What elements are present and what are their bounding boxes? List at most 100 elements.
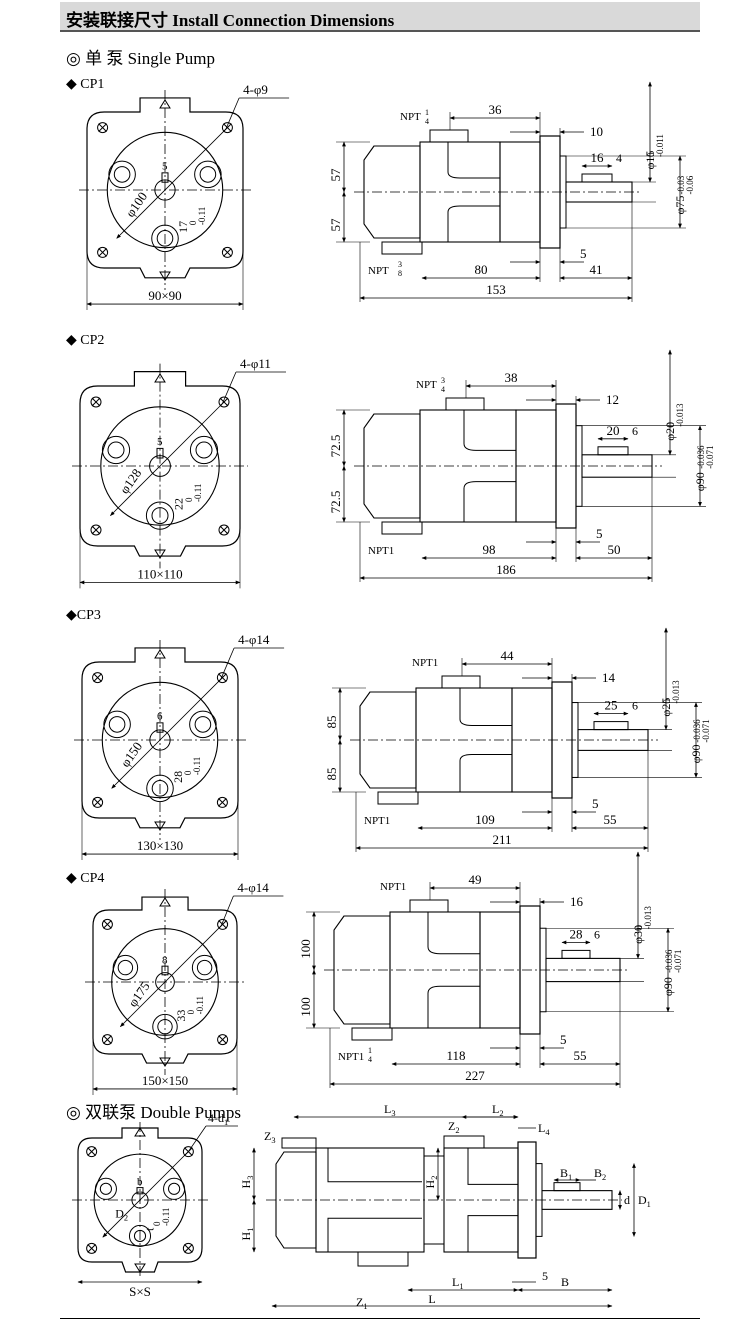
double-side-shaft-key (553, 1182, 581, 1192)
cp1-front-shaft-height-tolerance: 0 (188, 220, 198, 225)
cp3-front-size-label: 130×130 (137, 838, 183, 853)
cp2-side-port-bottom-label: NPT1 (368, 545, 394, 557)
double-side-D1-label: D1 (638, 1193, 651, 1209)
header-bar: 安装联接尺寸 Install Connection Dimensions (60, 2, 700, 32)
cp2-side-inner-passage-bottom (463, 481, 516, 522)
cp3-side-pilot-diameter-tolerance: -0.036 (692, 719, 702, 743)
cp2-side-pilot-diameter-label: φ90 (693, 472, 707, 491)
double-front-holes-leader (188, 1125, 207, 1152)
cp2-side-port-bottom-fitting (381, 521, 423, 535)
double-front-bolt-hole (168, 1182, 181, 1195)
cp3-side-inner-passage-top (459, 688, 512, 726)
cp2-side-port-top-fitting (445, 397, 485, 411)
cp2-front-size-label: 110×110 (137, 566, 182, 581)
cp3-front-mounting-hole (92, 672, 104, 684)
cp2-front-mounting-hole (218, 524, 230, 536)
double-front-size-label: S×S (129, 1284, 151, 1299)
cp4-front-mounting-hole (217, 1034, 229, 1046)
cp4-side-port-bottom-fitting (351, 1027, 393, 1041)
cp2-side-shaft-key (597, 446, 629, 456)
cp4-side-shaft-diameter-label: φ30 (631, 925, 645, 944)
cp1-front-key-width-label: 5 (162, 161, 168, 173)
double-side-inner-passage-front-top (467, 1148, 518, 1185)
cp1-side-port-top-fraction: 1 (425, 108, 429, 117)
cp4-front-shaft-circle (155, 972, 175, 992)
cp4-front-holes-leader (220, 895, 234, 926)
cp4-side-shaft-length-label: 55 (574, 1048, 587, 1063)
cp2-front-mounting-hole-mark (91, 397, 101, 407)
cp4-front-mounting-hole (101, 918, 113, 930)
double-front-mounting-hole-mark (87, 1244, 96, 1253)
double-side-port-fitting-2 (443, 1135, 485, 1149)
cp1-side-shaft-diameter-tolerance: 0 (646, 152, 656, 157)
double-side-L-label: L (428, 1292, 435, 1306)
cp4-front-mounting-hole (217, 918, 229, 930)
double-pump-section-title: ◎ 双联泵 Double Pumps (66, 1103, 241, 1122)
double-front-mounting-hole (182, 1242, 194, 1254)
cp4-side-port-top-fitting (409, 899, 449, 913)
model-label-cp4: ◆ CP4 (66, 871, 105, 886)
cp3-front-mounting-hole (216, 796, 228, 808)
cp3-front-key-width-label: 6 (157, 711, 163, 723)
cp4-side-port-bottom-label: NPT1 (338, 1051, 364, 1063)
cp1-side-key-width-label: 4 (616, 151, 622, 165)
cp1-front-bolt-boss (108, 160, 136, 189)
cp2-side-body-length-label: 98 (483, 542, 496, 557)
cp1-side-shaft-length-label: 41 (590, 262, 603, 277)
cp1-front-size-label: 90×90 (148, 288, 181, 303)
cp2-front-bolt-hole (195, 441, 213, 459)
cp1-side-total-length-label: 153 (486, 282, 506, 297)
double-side-Z2-label: Z2 (448, 1119, 460, 1135)
cp2-side-flange-thickness-label: 12 (606, 392, 619, 407)
cp3-side-flange-thickness-label: 14 (602, 670, 616, 685)
cp3-front-bolt-boss (189, 710, 217, 739)
cp3-side-inner-passage-bottom (459, 754, 512, 792)
cp2-side-port-top-fraction: 4 (441, 385, 445, 394)
double-side-B2-label: B2 (594, 1166, 606, 1182)
cp3-side-port-bottom-fitting (377, 791, 419, 805)
cp4-front-key-width-label: 8 (162, 954, 168, 966)
cp1-side-top-dimension-label: 36 (489, 102, 503, 117)
double-front-shaft-height-tolerance: -0.11 (161, 1208, 171, 1226)
cp3-front-flange-outline (81, 647, 239, 829)
cp1-side-flange-thickness-label: 10 (590, 124, 603, 139)
cp1-side-inner-passage-top (447, 142, 500, 179)
cp2-front-pcd-label: φ128 (117, 466, 145, 497)
double-front-mounting-hole (86, 1146, 98, 1158)
cp2-front-bolt-boss (189, 435, 219, 465)
double-side-L3-label: L3 (384, 1102, 396, 1118)
cp4-side-key-length-label: 28 (570, 926, 583, 941)
cp4-side-height-lower-label: 100 (298, 997, 313, 1017)
cp1-side-port-bottom-fraction: 3 (398, 260, 402, 269)
cp3-front-pcd-leader (111, 678, 222, 789)
double-side-d-label: d (624, 1193, 630, 1207)
cp4-side-shaft-key (561, 949, 591, 959)
cp2-side-shaft-diameter-tolerance: 0 (666, 422, 676, 427)
cp1-front-mounting-hole (97, 246, 109, 258)
cp4-side-step-label: 5 (560, 1032, 567, 1047)
cp3-side-key-width-label: 6 (632, 699, 638, 713)
cp1-front-mounting-hole-mark (98, 248, 107, 257)
cp3-front-bolt-boss (103, 710, 131, 739)
cp4-side-inner-passage-bottom (427, 985, 480, 1028)
cp4-side-shaft-diameter-tolerance: 0 (634, 924, 644, 929)
cp1-side-key-length-label: 16 (591, 150, 605, 165)
cp2-front-flange-outline (79, 371, 241, 557)
cp2-side-shaft-diameter-label: φ20 (663, 422, 677, 441)
double-front-pcd-label: D2 (115, 1206, 128, 1222)
cp4-side-flange-thickness-label: 16 (570, 894, 584, 909)
cp3-side-port-top-fitting (441, 675, 481, 689)
cp3-side-pilot-diameter-tolerance: -0.071 (701, 719, 711, 742)
double-front-bolt-boss (163, 1177, 186, 1200)
double-front-key-label: b (137, 1176, 143, 1188)
cp4-front-shaft-height-tolerance: -0.11 (195, 996, 205, 1014)
cp4-side-total-length-label: 227 (465, 1068, 485, 1083)
cp1-front-bolt-hole (113, 166, 131, 183)
cp1-side-pilot-diameter-tolerance: -0.06 (685, 175, 695, 194)
double-front-mounting-hole (182, 1146, 194, 1158)
double-side-L2-label: L2 (492, 1102, 504, 1118)
cp4-side-key-width-label: 6 (594, 927, 600, 941)
cp3-front-bolt-hole (108, 716, 126, 733)
cp1-side-shaft-diameter-label: φ15 (643, 151, 657, 170)
